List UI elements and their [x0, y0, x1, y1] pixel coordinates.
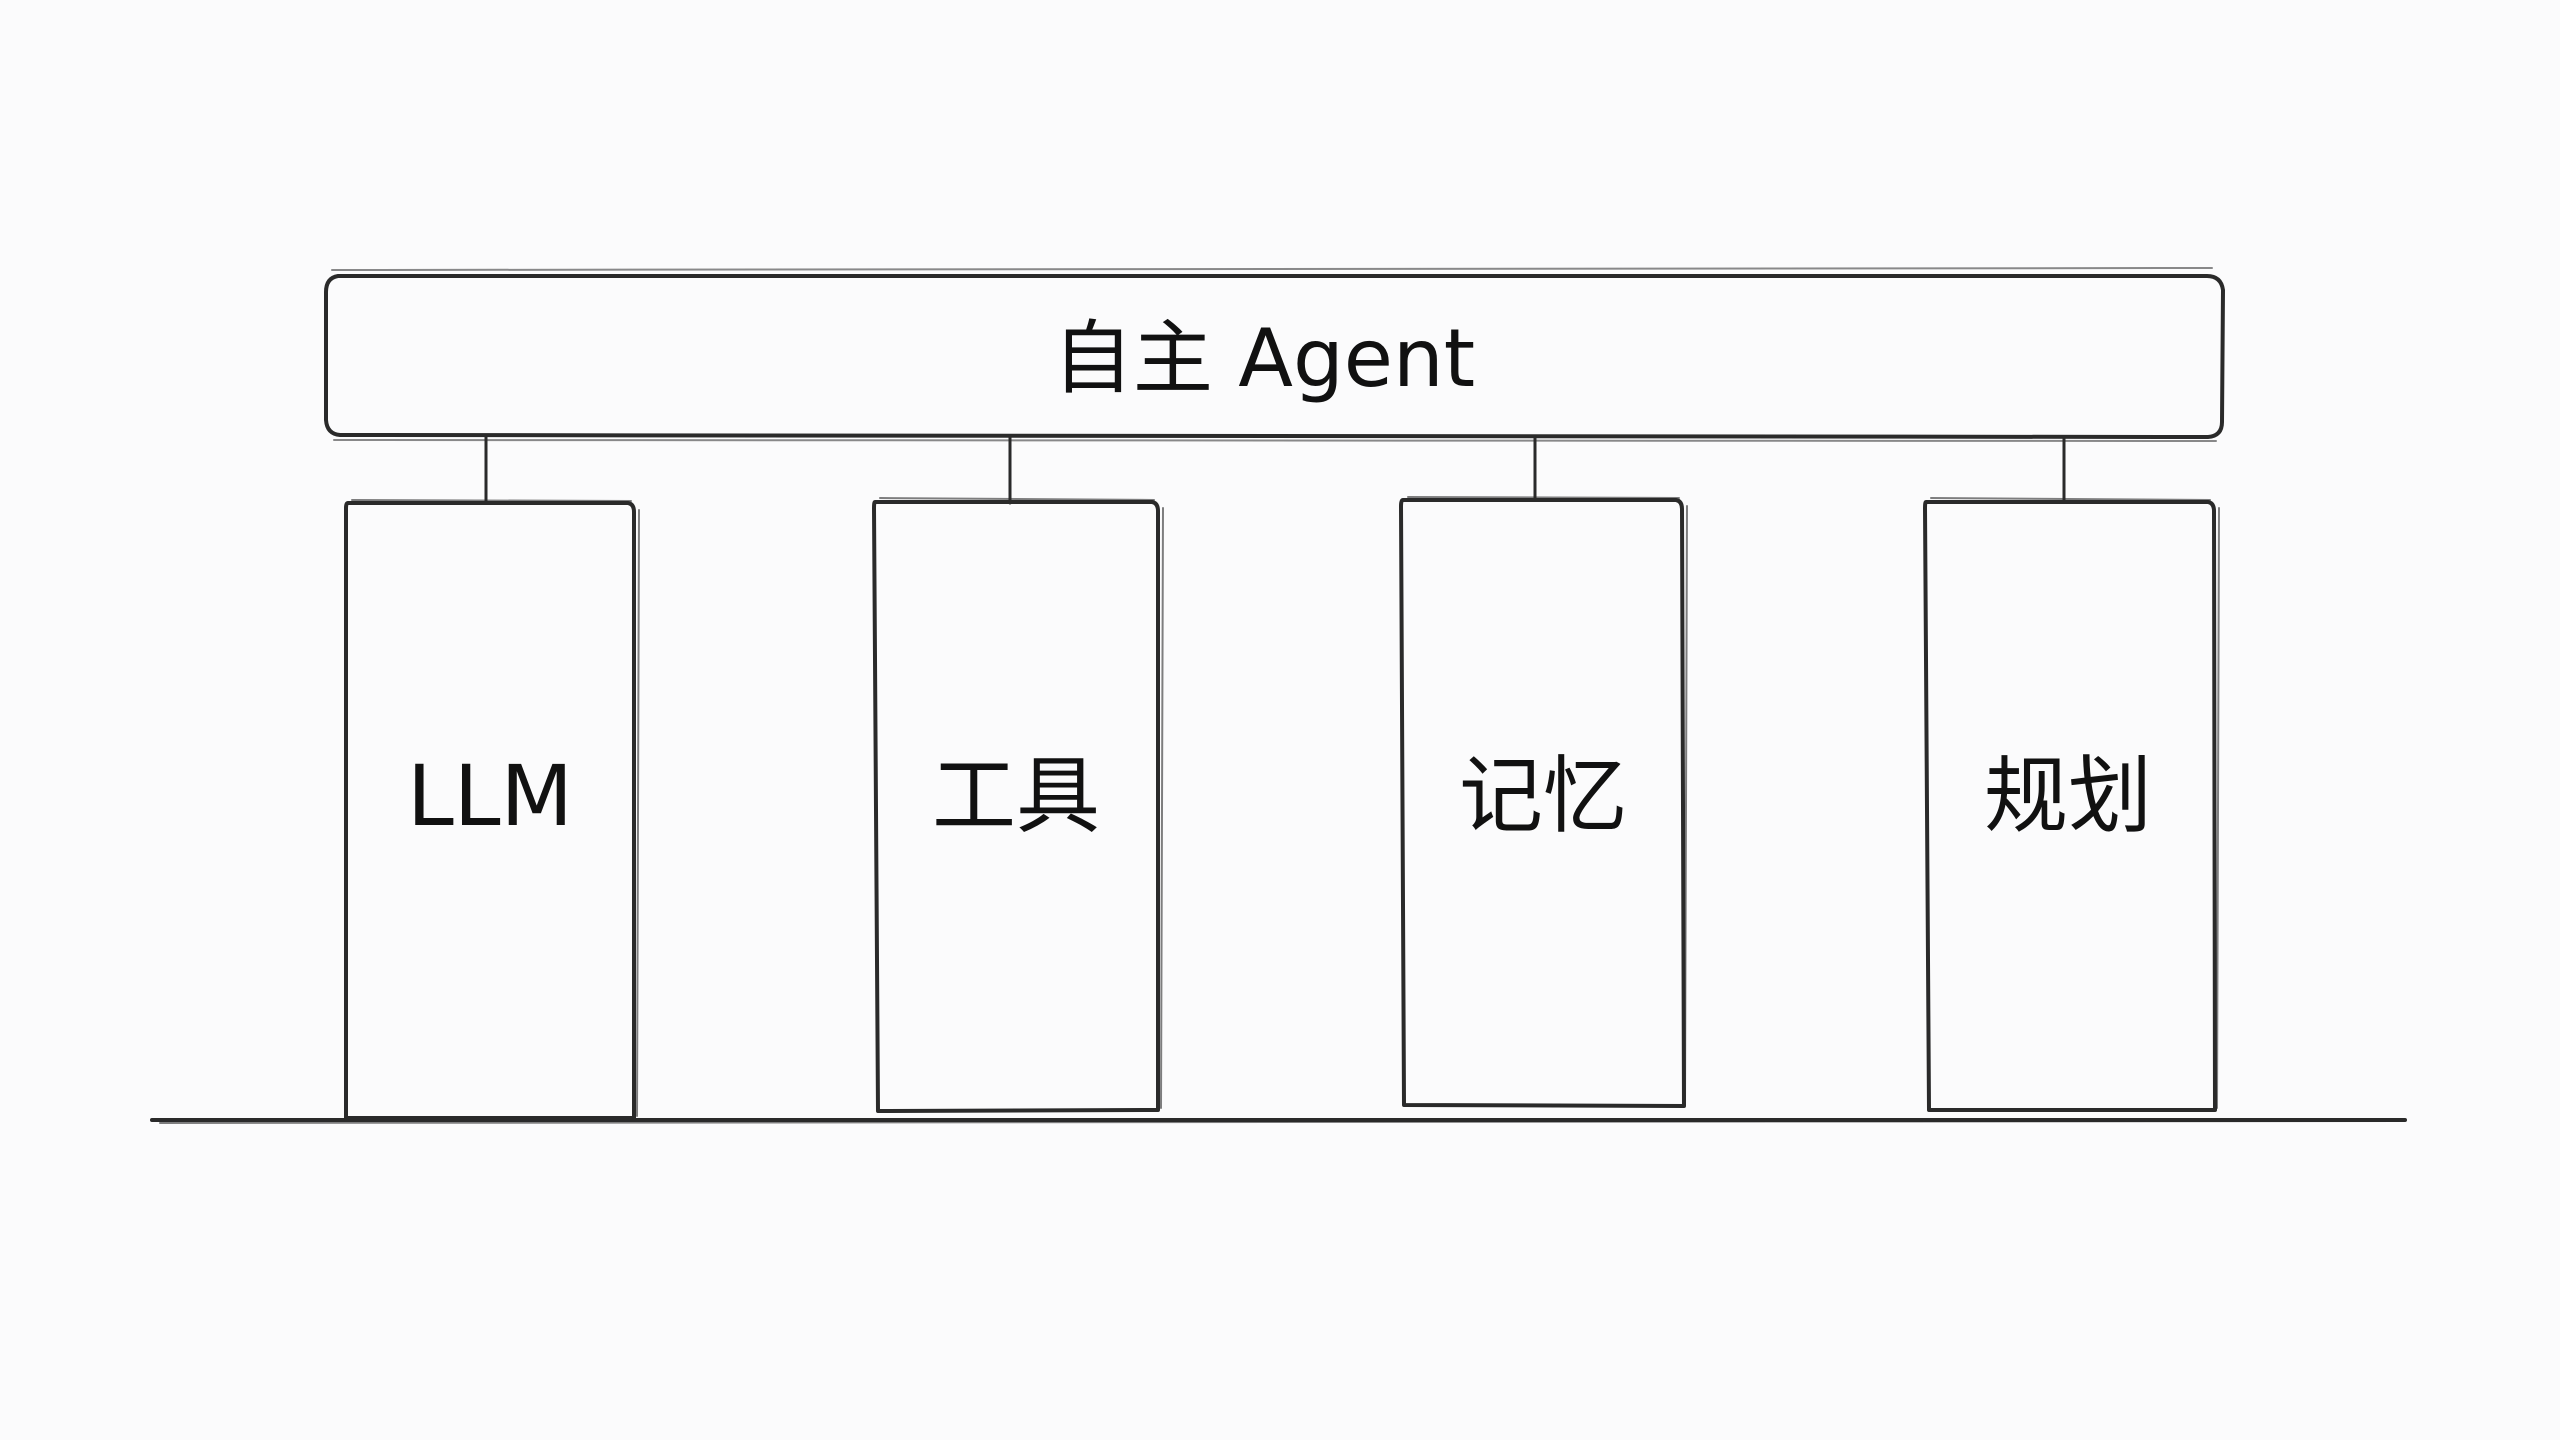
- pillar-tools-label: 工具: [932, 747, 1100, 845]
- agent-beam: 自主 Agent: [324, 267, 2225, 442]
- pillar-planning-box: [1923, 500, 2217, 1112]
- ground-line: [150, 1118, 2407, 1124]
- pillar-planning-label: 规划: [1984, 747, 2152, 845]
- pillar-llm-box: [344, 501, 636, 1120]
- pillar-tools-box: [872, 500, 1160, 1113]
- pillar-memory-box: [1399, 498, 1686, 1108]
- beam-title: 自主 Agent: [1053, 312, 1475, 405]
- pillar-tools: 工具: [872, 497, 1164, 1113]
- pillar-planning: 规划: [1923, 497, 2220, 1112]
- pillar-llm: LLM: [344, 499, 640, 1120]
- pillar-memory-label: 记忆: [1459, 747, 1627, 845]
- pillar-llm-label: LLM: [407, 747, 573, 845]
- connectors: [484, 435, 2066, 505]
- beam-shape: [324, 274, 2225, 439]
- pillar-memory: 记忆: [1399, 496, 1688, 1108]
